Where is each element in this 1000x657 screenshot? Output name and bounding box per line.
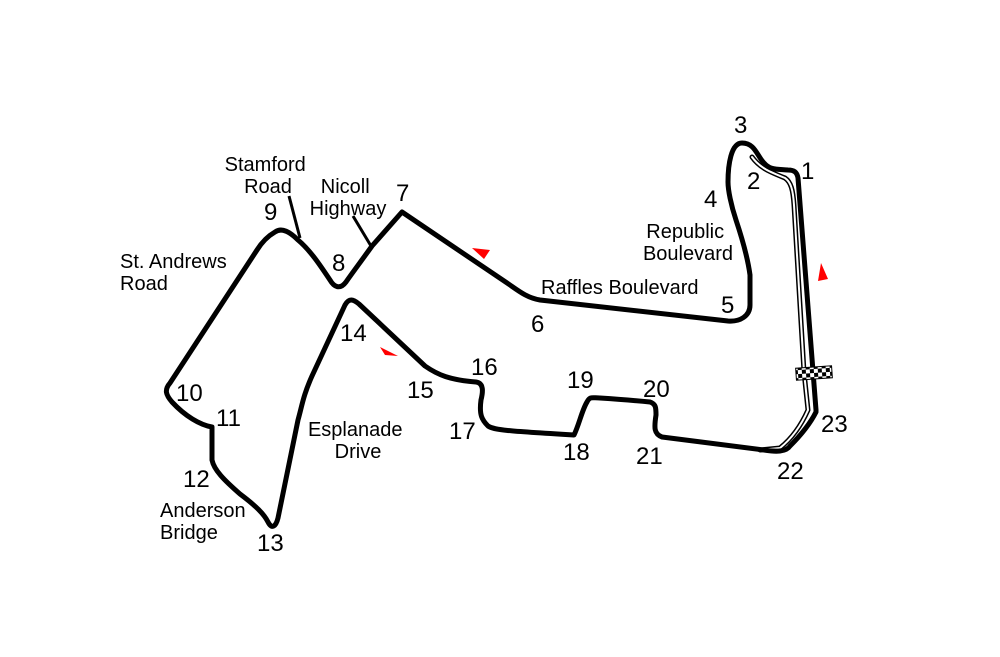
corner-number: 22 (777, 458, 804, 485)
finish-line-icon (795, 365, 833, 381)
corner-number: 8 (332, 250, 345, 277)
corner-number: 11 (216, 405, 241, 432)
direction-arrow-icon (472, 248, 490, 259)
corner-number: 14 (340, 320, 367, 347)
corner-number: 20 (643, 376, 670, 403)
corner-number: 3 (734, 112, 747, 139)
corner-number: 7 (396, 180, 409, 207)
corner-number: 12 (183, 466, 210, 493)
direction-arrow-icon (380, 347, 398, 356)
circuit-track (163, 140, 819, 529)
pit-lane-inner (751, 156, 809, 451)
street-label-stamford-road: Stamford Road (225, 154, 312, 198)
corner-number: 18 (563, 439, 590, 466)
nicoll-highway-line (351, 215, 373, 247)
street-label-raffles-boulevard: Raffles Boulevard (541, 277, 699, 299)
corner-number: 5 (721, 292, 734, 319)
corner-number: 13 (257, 530, 284, 557)
corner-number: 16 (471, 354, 498, 381)
street-label-nicoll-highway: Nicoll Highway (310, 176, 387, 220)
corner-number: 21 (636, 443, 663, 470)
corner-number: 19 (567, 367, 594, 394)
corner-number: 10 (176, 380, 203, 407)
street-label-st-andrews-road: St. Andrews Road (120, 251, 232, 295)
corner-number: 2 (747, 168, 760, 195)
street-label-republic-boulevard: Republic Boulevard (643, 221, 733, 265)
stamford-road-line (287, 195, 302, 239)
street-label-esplanade-drive: Esplanade Drive (308, 419, 408, 463)
street-label-anderson-bridge: Anderson Bridge (160, 500, 251, 544)
corner-number: 23 (821, 411, 848, 438)
corner-number: 6 (531, 311, 544, 338)
corner-number: 4 (704, 186, 717, 213)
direction-arrow-icon (818, 263, 828, 281)
corner-number: 15 (407, 377, 434, 404)
corner-number: 17 (449, 418, 476, 445)
corner-number: 9 (264, 199, 277, 226)
corner-number: 1 (801, 158, 814, 185)
